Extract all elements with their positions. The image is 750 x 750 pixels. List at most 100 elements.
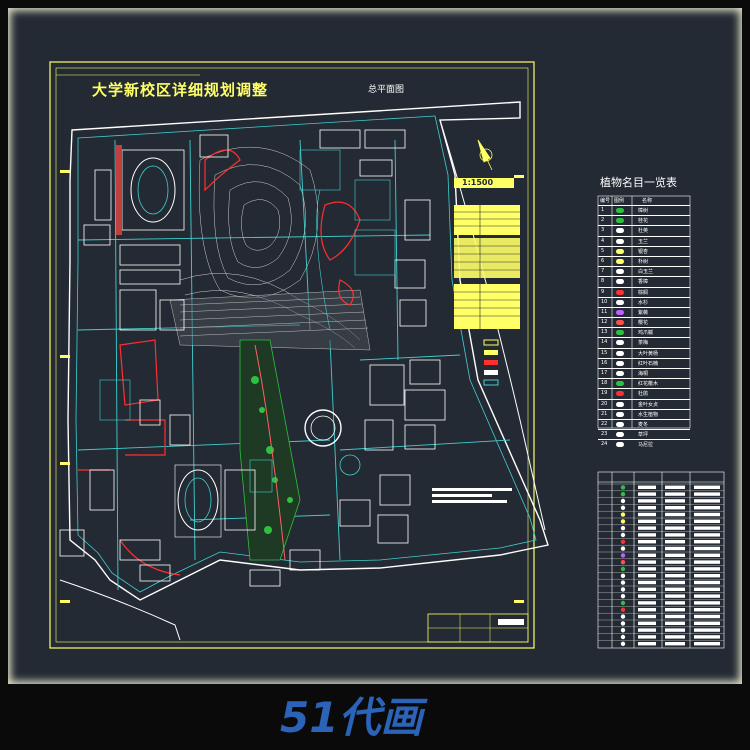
watermark-logo-area: 51代画 xyxy=(0,684,750,750)
quantity-table-cell xyxy=(638,614,656,619)
legend-row-number: 16 xyxy=(601,359,608,366)
cad-canvas[interactable] xyxy=(8,8,742,684)
legend-row-name: 草坪 xyxy=(638,432,649,439)
legend-header: 编号图例名称 xyxy=(598,197,690,205)
scale-label: 1:1500 xyxy=(462,178,494,187)
legend-row-name: 水生植物 xyxy=(638,411,659,418)
legend-row-swatch xyxy=(616,360,624,366)
quantity-table-cell xyxy=(638,546,656,551)
legend-row-name: 朴树 xyxy=(638,258,649,265)
logo-text: 51代画 xyxy=(280,693,428,740)
legend-row-number: 14 xyxy=(601,339,608,346)
title-block xyxy=(427,613,529,643)
legend-row-name: 桂花 xyxy=(638,218,649,225)
legend-title: 植物名目一览表 xyxy=(600,176,677,189)
legend-row-number: 8 xyxy=(601,278,605,285)
quantity-table-cell xyxy=(665,628,685,632)
quantity-table-cell xyxy=(665,485,685,489)
legend-row-swatch xyxy=(616,299,624,305)
logo-mark: 51代画 xyxy=(280,693,428,742)
quantity-table-cell xyxy=(665,567,685,571)
drawing-subtitle: 总平面图 xyxy=(368,85,405,95)
quantity-table-cell xyxy=(665,587,685,591)
quantity-table-swatch xyxy=(620,600,626,606)
north-arrow-icon xyxy=(477,139,493,171)
quantity-table-swatch xyxy=(620,553,626,558)
design-notes xyxy=(432,488,512,503)
legend-row-name: 马尼拉 xyxy=(638,442,654,449)
quantity-table-swatch xyxy=(620,641,626,646)
quantity-table-cell xyxy=(694,601,720,605)
legend-row-name: 银杏 xyxy=(638,248,649,255)
quantity-table-cell xyxy=(694,553,720,557)
legend-row-swatch xyxy=(616,442,624,448)
quantity-table-cell xyxy=(638,642,656,646)
quantity-table-cell xyxy=(694,540,720,544)
legend-row-swatch xyxy=(616,432,624,438)
legend-row-number: 17 xyxy=(601,370,608,376)
legend-row-swatch xyxy=(616,421,624,427)
legend-row: 23 草坪 xyxy=(598,429,690,439)
legend-row: 3 杜英 xyxy=(598,225,690,235)
legend-row-swatch xyxy=(616,309,624,315)
legend-row-number: 1 xyxy=(601,207,605,213)
legend-row-swatch xyxy=(616,208,624,213)
quantity-table-swatch xyxy=(620,505,626,510)
legend-row-swatch xyxy=(616,218,624,224)
quantity-table-cell xyxy=(665,580,685,585)
stadium-south xyxy=(174,464,222,538)
quantity-table-cell xyxy=(694,635,720,639)
quantity-table-cell xyxy=(694,621,720,625)
quantity-table-cell xyxy=(638,601,656,605)
quantity-table-cell xyxy=(665,533,685,537)
legend-row-number: 3 xyxy=(601,227,605,234)
legend-row: 16 红叶石楠 xyxy=(598,357,690,368)
legend-row-name: 杜鹃 xyxy=(638,391,649,398)
quantity-table-cell xyxy=(694,492,720,496)
quantity-table-cell xyxy=(638,594,656,598)
legend-row-number: 11 xyxy=(601,308,608,315)
legend-row-number: 12 xyxy=(601,319,608,326)
quantity-table-cell xyxy=(665,574,685,578)
legend-row-swatch xyxy=(616,238,624,244)
quantity-table-cell xyxy=(638,540,656,544)
quantity-table-cell xyxy=(694,506,720,510)
legend-row-name: 棕榈 xyxy=(638,289,649,296)
quantity-table-cell xyxy=(694,485,720,489)
legend-header-cell: 图例 xyxy=(614,198,625,204)
quantity-table-cell xyxy=(638,519,656,523)
legend-row-number: 15 xyxy=(601,349,608,356)
legend-row-swatch xyxy=(616,279,624,285)
legend-row-name: 杜英 xyxy=(638,228,649,235)
legend-row-swatch xyxy=(616,258,624,264)
quantity-table-cell xyxy=(665,601,685,605)
quantity-table-cell xyxy=(638,587,656,591)
legend-row: 9 棕榈 xyxy=(598,286,690,297)
stadium-north xyxy=(116,145,185,235)
quantity-table-swatch xyxy=(620,607,626,612)
quantity-table-cell xyxy=(638,512,656,517)
legend-row-name: 红叶石楠 xyxy=(638,360,659,367)
quantity-table-cell xyxy=(638,574,656,578)
legend-row-name: 玉兰 xyxy=(638,238,649,245)
legend-row-number: 23 xyxy=(601,431,608,438)
quantity-table-cell xyxy=(665,540,685,544)
quantity-table-swatch xyxy=(620,621,626,626)
legend-row-name: 樱花 xyxy=(638,320,649,327)
legend-row-number: 21 xyxy=(601,410,608,417)
legend-row-number: 9 xyxy=(601,288,605,295)
quantity-table-cell xyxy=(638,492,656,496)
quantity-table-swatch xyxy=(620,587,626,592)
quantity-table-cell xyxy=(694,546,720,551)
